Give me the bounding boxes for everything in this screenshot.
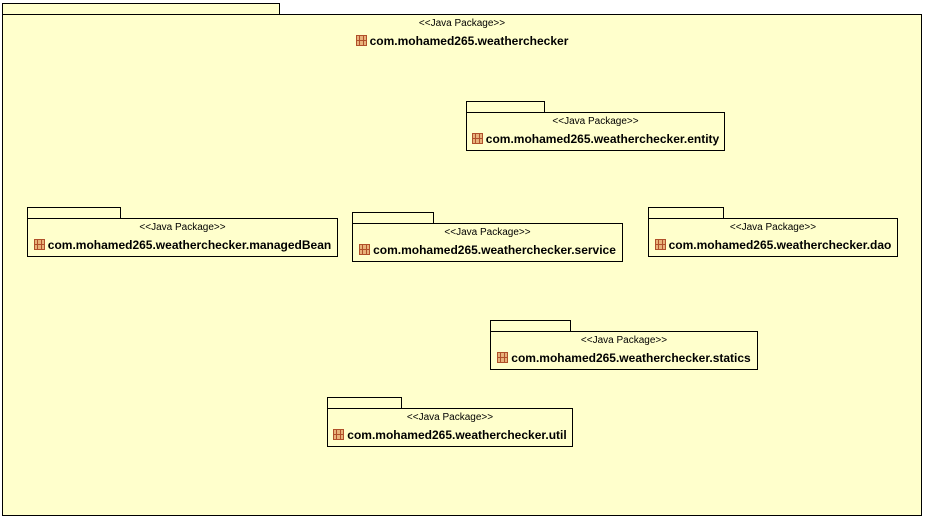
package-managedbean-label: com.mohamed265.weatherchecker.managedBea…: [47, 238, 332, 252]
package-managedbean-body[interactable]: <<Java Package>> com.mohamed265.weatherc…: [27, 218, 338, 257]
outer-package-label: com.mohamed265.weatherchecker: [369, 34, 569, 48]
package-managedbean-stereotype: <<Java Package>>: [139, 222, 226, 233]
package-entity-label: com.mohamed265.weatherchecker.entity: [485, 132, 720, 146]
package-dao-label: com.mohamed265.weatherchecker.dao: [668, 238, 892, 252]
package-icon: [333, 429, 345, 440]
package-entity-body[interactable]: <<Java Package>> com.mohamed265.weatherc…: [466, 112, 725, 151]
package-service-label: com.mohamed265.weatherchecker.service: [373, 243, 616, 257]
package-util-label: com.mohamed265.weatherchecker.util: [347, 428, 567, 442]
outer-package-name: com.mohamed265.weatherchecker: [3, 34, 921, 48]
package-statics-stereotype: <<Java Package>>: [580, 335, 668, 346]
package-dao-stereotype: <<Java Package>>: [729, 222, 817, 233]
package-service-stereotype: <<Java Package>>: [444, 227, 531, 238]
package-icon: [355, 35, 367, 46]
package-icon: [471, 133, 483, 144]
outer-package-stereotype: <<Java Package>>: [418, 18, 506, 29]
package-util-body[interactable]: <<Java Package>> com.mohamed265.weatherc…: [327, 408, 573, 447]
package-statics-label: com.mohamed265.weatherchecker.statics: [511, 351, 751, 365]
package-icon: [33, 239, 45, 250]
package-statics-body[interactable]: <<Java Package>> com.mohamed265.weatherc…: [490, 331, 758, 370]
package-icon: [497, 352, 509, 363]
package-util-name: com.mohamed265.weatherchecker.util: [328, 428, 572, 442]
package-icon: [359, 244, 371, 255]
package-service-body[interactable]: <<Java Package>> com.mohamed265.weatherc…: [352, 223, 623, 262]
package-icon: [654, 239, 666, 250]
package-entity-name: com.mohamed265.weatherchecker.entity: [467, 132, 724, 146]
package-entity-stereotype: <<Java Package>>: [552, 116, 639, 127]
package-dao-name: com.mohamed265.weatherchecker.dao: [649, 238, 897, 252]
package-util-stereotype: <<Java Package>>: [406, 412, 494, 423]
package-managedbean-name: com.mohamed265.weatherchecker.managedBea…: [28, 238, 337, 252]
package-dao-body[interactable]: <<Java Package>> com.mohamed265.weatherc…: [648, 218, 898, 257]
package-statics-name: com.mohamed265.weatherchecker.statics: [491, 351, 757, 365]
package-service-name: com.mohamed265.weatherchecker.service: [353, 243, 622, 257]
